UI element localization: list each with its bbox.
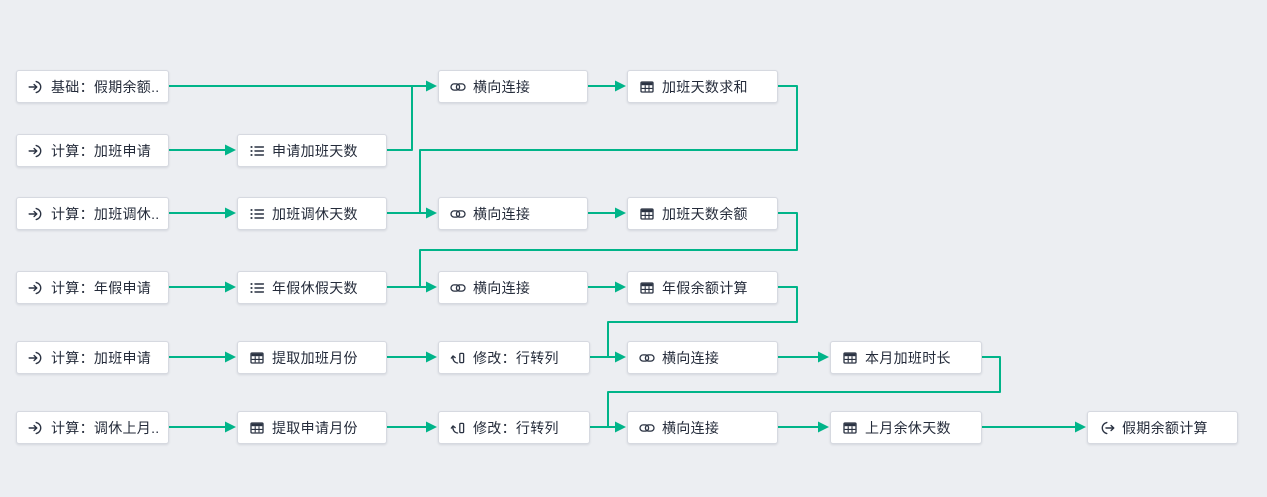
node-label: 计算：加班申请	[51, 349, 152, 366]
input-icon	[28, 143, 44, 159]
flow-node-extract-overtime-month[interactable]: 提取加班月份	[237, 341, 387, 374]
arrowhead-icon	[225, 421, 236, 433]
flow-edge	[387, 86, 413, 151]
node-label: 上月余休天数	[865, 419, 951, 436]
link-icon	[639, 350, 655, 366]
flow-edge	[419, 212, 798, 288]
flow-node-hjoin-3[interactable]: 横向连接	[438, 271, 588, 304]
flow-node-hjoin-5[interactable]: 横向连接	[627, 411, 778, 444]
node-label: 计算：加班调休...	[51, 205, 158, 222]
arrowhead-icon	[225, 351, 236, 363]
output-icon	[1099, 420, 1115, 436]
node-label: 修改：行转列	[473, 349, 559, 366]
list-icon	[249, 280, 265, 296]
node-label: 提取加班月份	[272, 349, 358, 366]
table-icon	[639, 206, 655, 222]
flow-edge	[607, 356, 1001, 428]
node-label: 加班调休天数	[272, 205, 358, 222]
arrowhead-icon	[426, 281, 437, 293]
list-icon	[249, 206, 265, 222]
arrowhead-icon	[1075, 421, 1086, 433]
input-icon	[28, 350, 44, 366]
table-icon	[639, 79, 655, 95]
node-label: 计算：年假申请	[51, 279, 152, 296]
input-icon	[28, 206, 44, 222]
link-icon	[450, 79, 466, 95]
flow-node-modify-row-to-col-2[interactable]: 修改：行转列	[438, 411, 590, 444]
arrowhead-icon	[426, 351, 437, 363]
flow-node-hjoin-4[interactable]: 横向连接	[627, 341, 778, 374]
flow-node-last-month-leave-days[interactable]: 上月余休天数	[830, 411, 982, 444]
node-label: 横向连接	[662, 349, 720, 366]
arrowhead-icon	[615, 421, 626, 433]
flow-node-month-overtime-hours[interactable]: 本月加班时长	[830, 341, 982, 374]
modify-icon	[450, 420, 466, 436]
node-label: 假期余额计算	[1122, 419, 1208, 436]
arrowhead-icon	[615, 207, 626, 219]
input-icon	[28, 420, 44, 436]
node-label: 本月加班时长	[865, 349, 951, 366]
flow-node-overtime-days-balance[interactable]: 加班天数余额	[627, 197, 778, 230]
flow-node-source-overtime-apply-2[interactable]: 计算：加班申请	[16, 341, 169, 374]
node-label: 横向连接	[473, 205, 531, 222]
arrowhead-icon	[426, 80, 437, 92]
flow-node-hjoin-2[interactable]: 横向连接	[438, 197, 588, 230]
list-icon	[249, 143, 265, 159]
node-label: 修改：行转列	[473, 419, 559, 436]
flow-edge	[419, 85, 798, 214]
flow-node-overtime-leave-days[interactable]: 加班调休天数	[237, 197, 387, 230]
link-icon	[450, 280, 466, 296]
flow-node-hjoin-1[interactable]: 横向连接	[438, 70, 588, 103]
flow-node-output-holiday-balance[interactable]: 假期余额计算	[1087, 411, 1238, 444]
flow-node-source-overtime-apply[interactable]: 计算：加班申请	[16, 134, 169, 167]
flow-node-source-overtime-leave[interactable]: 计算：加班调休...	[16, 197, 169, 230]
table-icon	[842, 420, 858, 436]
node-label: 横向连接	[662, 419, 720, 436]
link-icon	[639, 420, 655, 436]
table-icon	[249, 350, 265, 366]
node-label: 申请加班天数	[272, 142, 358, 159]
flow-node-annual-balance-calc[interactable]: 年假余额计算	[627, 271, 778, 304]
flow-node-source-holiday-balance[interactable]: 基础：假期余额...	[16, 70, 169, 103]
arrowhead-icon	[225, 207, 236, 219]
link-icon	[450, 206, 466, 222]
arrowhead-icon	[225, 144, 236, 156]
node-label: 横向连接	[473, 78, 531, 95]
input-icon	[28, 79, 44, 95]
flow-node-overtime-days-sum[interactable]: 加班天数求和	[627, 70, 778, 103]
arrowhead-icon	[426, 421, 437, 433]
flow-node-source-leave-last-month[interactable]: 计算：调休上月...	[16, 411, 169, 444]
node-label: 计算：调休上月...	[51, 419, 158, 436]
flow-node-apply-overtime-days[interactable]: 申请加班天数	[237, 134, 387, 167]
table-icon	[639, 280, 655, 296]
input-icon	[28, 280, 44, 296]
arrowhead-icon	[615, 351, 626, 363]
modify-icon	[450, 350, 466, 366]
node-label: 基础：假期余额...	[51, 78, 158, 95]
flow-node-extract-apply-month[interactable]: 提取申请月份	[237, 411, 387, 444]
arrowhead-icon	[818, 351, 829, 363]
flow-node-source-annual-apply[interactable]: 计算：年假申请	[16, 271, 169, 304]
node-label: 提取申请月份	[272, 419, 358, 436]
arrowhead-icon	[615, 281, 626, 293]
table-icon	[842, 350, 858, 366]
flow-node-modify-row-to-col-1[interactable]: 修改：行转列	[438, 341, 590, 374]
node-label: 加班天数求和	[662, 78, 748, 95]
flow-edge	[607, 286, 798, 358]
flow-node-annual-leave-days[interactable]: 年假休假天数	[237, 271, 387, 304]
table-icon	[249, 420, 265, 436]
node-label: 年假余额计算	[662, 279, 748, 296]
node-label: 加班天数余额	[662, 205, 748, 222]
arrowhead-icon	[615, 80, 626, 92]
node-label: 年假休假天数	[272, 279, 358, 296]
node-label: 横向连接	[473, 279, 531, 296]
arrowhead-icon	[818, 421, 829, 433]
node-label: 计算：加班申请	[51, 142, 152, 159]
arrowhead-icon	[426, 207, 437, 219]
arrowhead-icon	[225, 281, 236, 293]
